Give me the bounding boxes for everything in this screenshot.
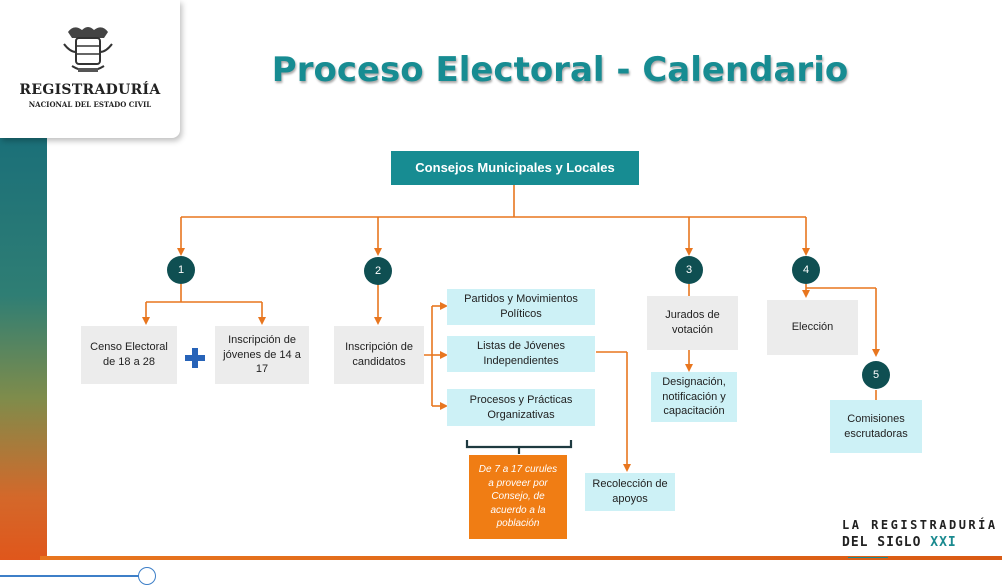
logo-subtitle: NACIONAL DEL ESTADO CIVIL xyxy=(28,100,152,109)
logo-name: REGISTRADURÍA xyxy=(19,82,161,98)
step-circle-1: 1 xyxy=(167,256,195,284)
inscripcion-jovenes-node: Inscripción de jóvenes de 14 a 17 xyxy=(215,326,309,384)
inscripcion-candidatos-node: Inscripción de candidatos xyxy=(334,326,424,384)
logo-text: REGISTRADURÍA NACIONAL DEL ESTADO CIVIL xyxy=(14,82,166,109)
listas-node: Listas de Jóvenes Independientes xyxy=(447,336,595,372)
jurados-node: Jurados de votación xyxy=(647,296,738,350)
progress-track[interactable] xyxy=(0,575,150,577)
step-circle-5: 5 xyxy=(862,361,890,389)
logo-card: REGISTRADURÍA NACIONAL DEL ESTADO CIVIL xyxy=(0,0,180,138)
left-gradient-bar xyxy=(0,132,47,562)
brand-line-2a: DEL SIGLO xyxy=(842,535,931,550)
coat-of-arms-icon xyxy=(63,27,113,72)
brand-line-2: DEL SIGLO XXI xyxy=(842,535,1002,565)
recoleccion-node: Recolección de apoyos xyxy=(585,473,675,511)
brand-logo: LA REGISTRADURÍA DEL SIGLO XXI xyxy=(842,518,1002,565)
step-circle-4: 4 xyxy=(792,256,820,284)
brand-line-1: LA REGISTRADURÍA xyxy=(842,518,998,532)
video-controls-bar xyxy=(0,560,1002,586)
progress-handle[interactable] xyxy=(138,567,156,585)
designacion-node: Designación, notificación y capacitación xyxy=(651,372,737,422)
page-title: Proceso Electoral - Calendario xyxy=(271,50,849,90)
root-node: Consejos Municipales y Locales xyxy=(391,151,639,185)
step-circle-2: 2 xyxy=(364,257,392,285)
partidos-node: Partidos y Movimientos Políticos xyxy=(447,289,595,325)
eleccion-node: Elección xyxy=(767,300,858,355)
plus-icon xyxy=(185,348,205,368)
brand-xxi: XXI xyxy=(930,535,957,550)
curules-node: De 7 a 17 curules a proveer por Consejo,… xyxy=(469,455,567,539)
step-circle-3: 3 xyxy=(675,256,703,284)
procesos-node: Procesos y Prácticas Organizativas xyxy=(447,389,595,426)
comisiones-node: Comisiones escrutadoras xyxy=(830,400,922,453)
brand-rule xyxy=(848,557,888,558)
censo-node: Censo Electoral de 18 a 28 xyxy=(81,326,177,384)
